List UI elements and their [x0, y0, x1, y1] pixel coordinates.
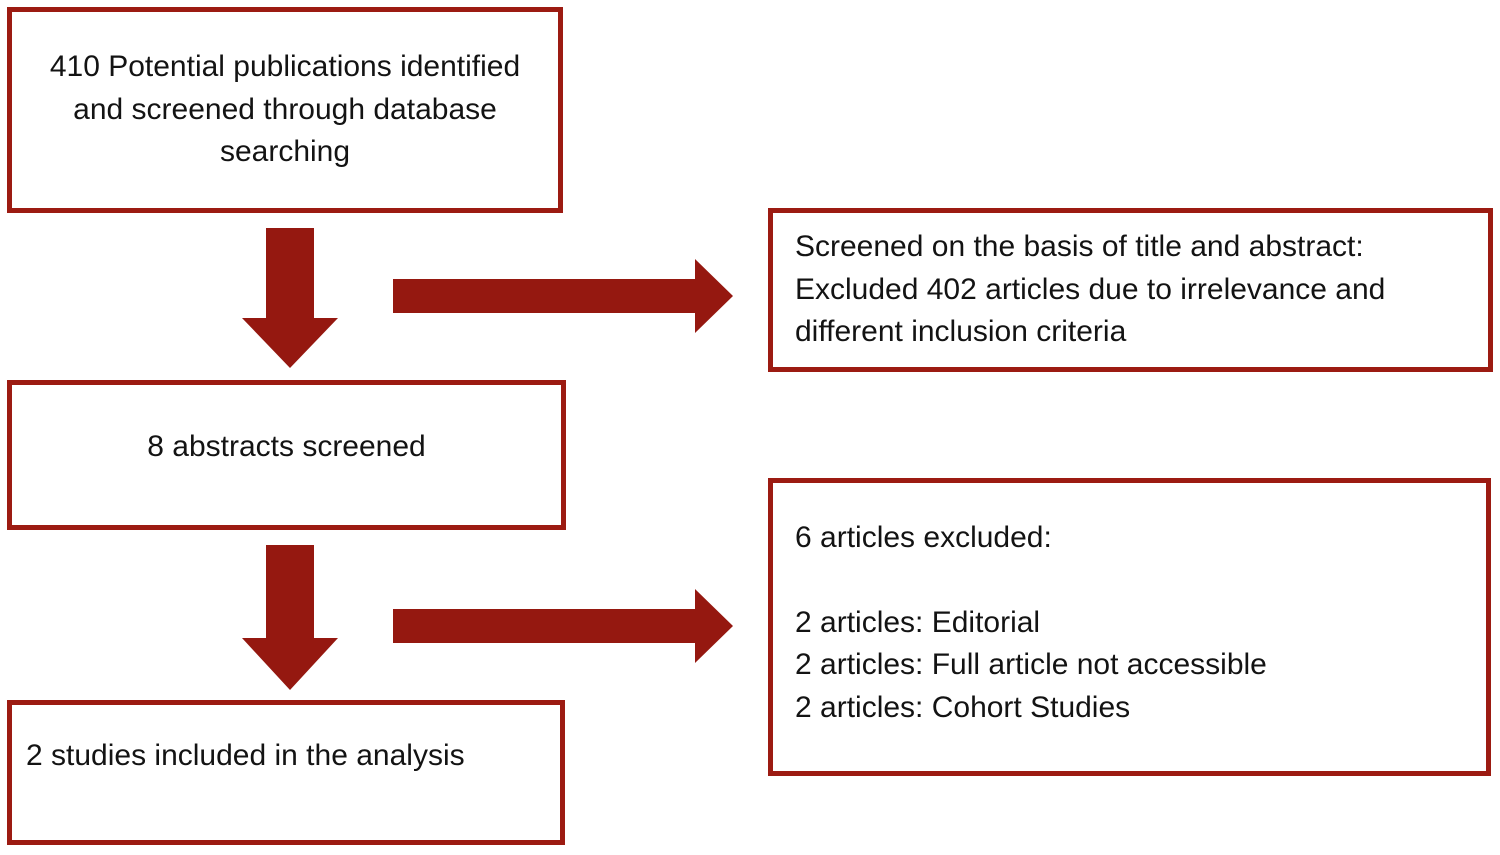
box-abstracts-screened-text: 8 abstracts screened — [147, 429, 426, 463]
arrow-right-icon — [393, 259, 733, 333]
box-screened-title-abstract-text: Screened on the basis of title and abstr… — [795, 230, 1386, 349]
box-screened-title-abstract: Screened on the basis of title and abstr… — [768, 208, 1493, 372]
box-articles-excluded-text: 6 articles excluded: 2 articles: Editori… — [795, 520, 1267, 724]
box-publications-identified: 410 Potential publications identified an… — [7, 7, 563, 213]
arrow-down-icon — [242, 545, 338, 690]
box-abstracts-screened: 8 abstracts screened — [7, 380, 566, 530]
box-articles-excluded: 6 articles excluded: 2 articles: Editori… — [768, 478, 1491, 776]
arrow-down-icon — [242, 228, 338, 368]
box-studies-included-text: 2 studies included in the analysis — [26, 739, 465, 773]
box-studies-included: 2 studies included in the analysis — [7, 700, 565, 845]
arrow-right-icon — [393, 589, 733, 663]
box-publications-identified-text: 410 Potential publications identified an… — [49, 50, 521, 169]
